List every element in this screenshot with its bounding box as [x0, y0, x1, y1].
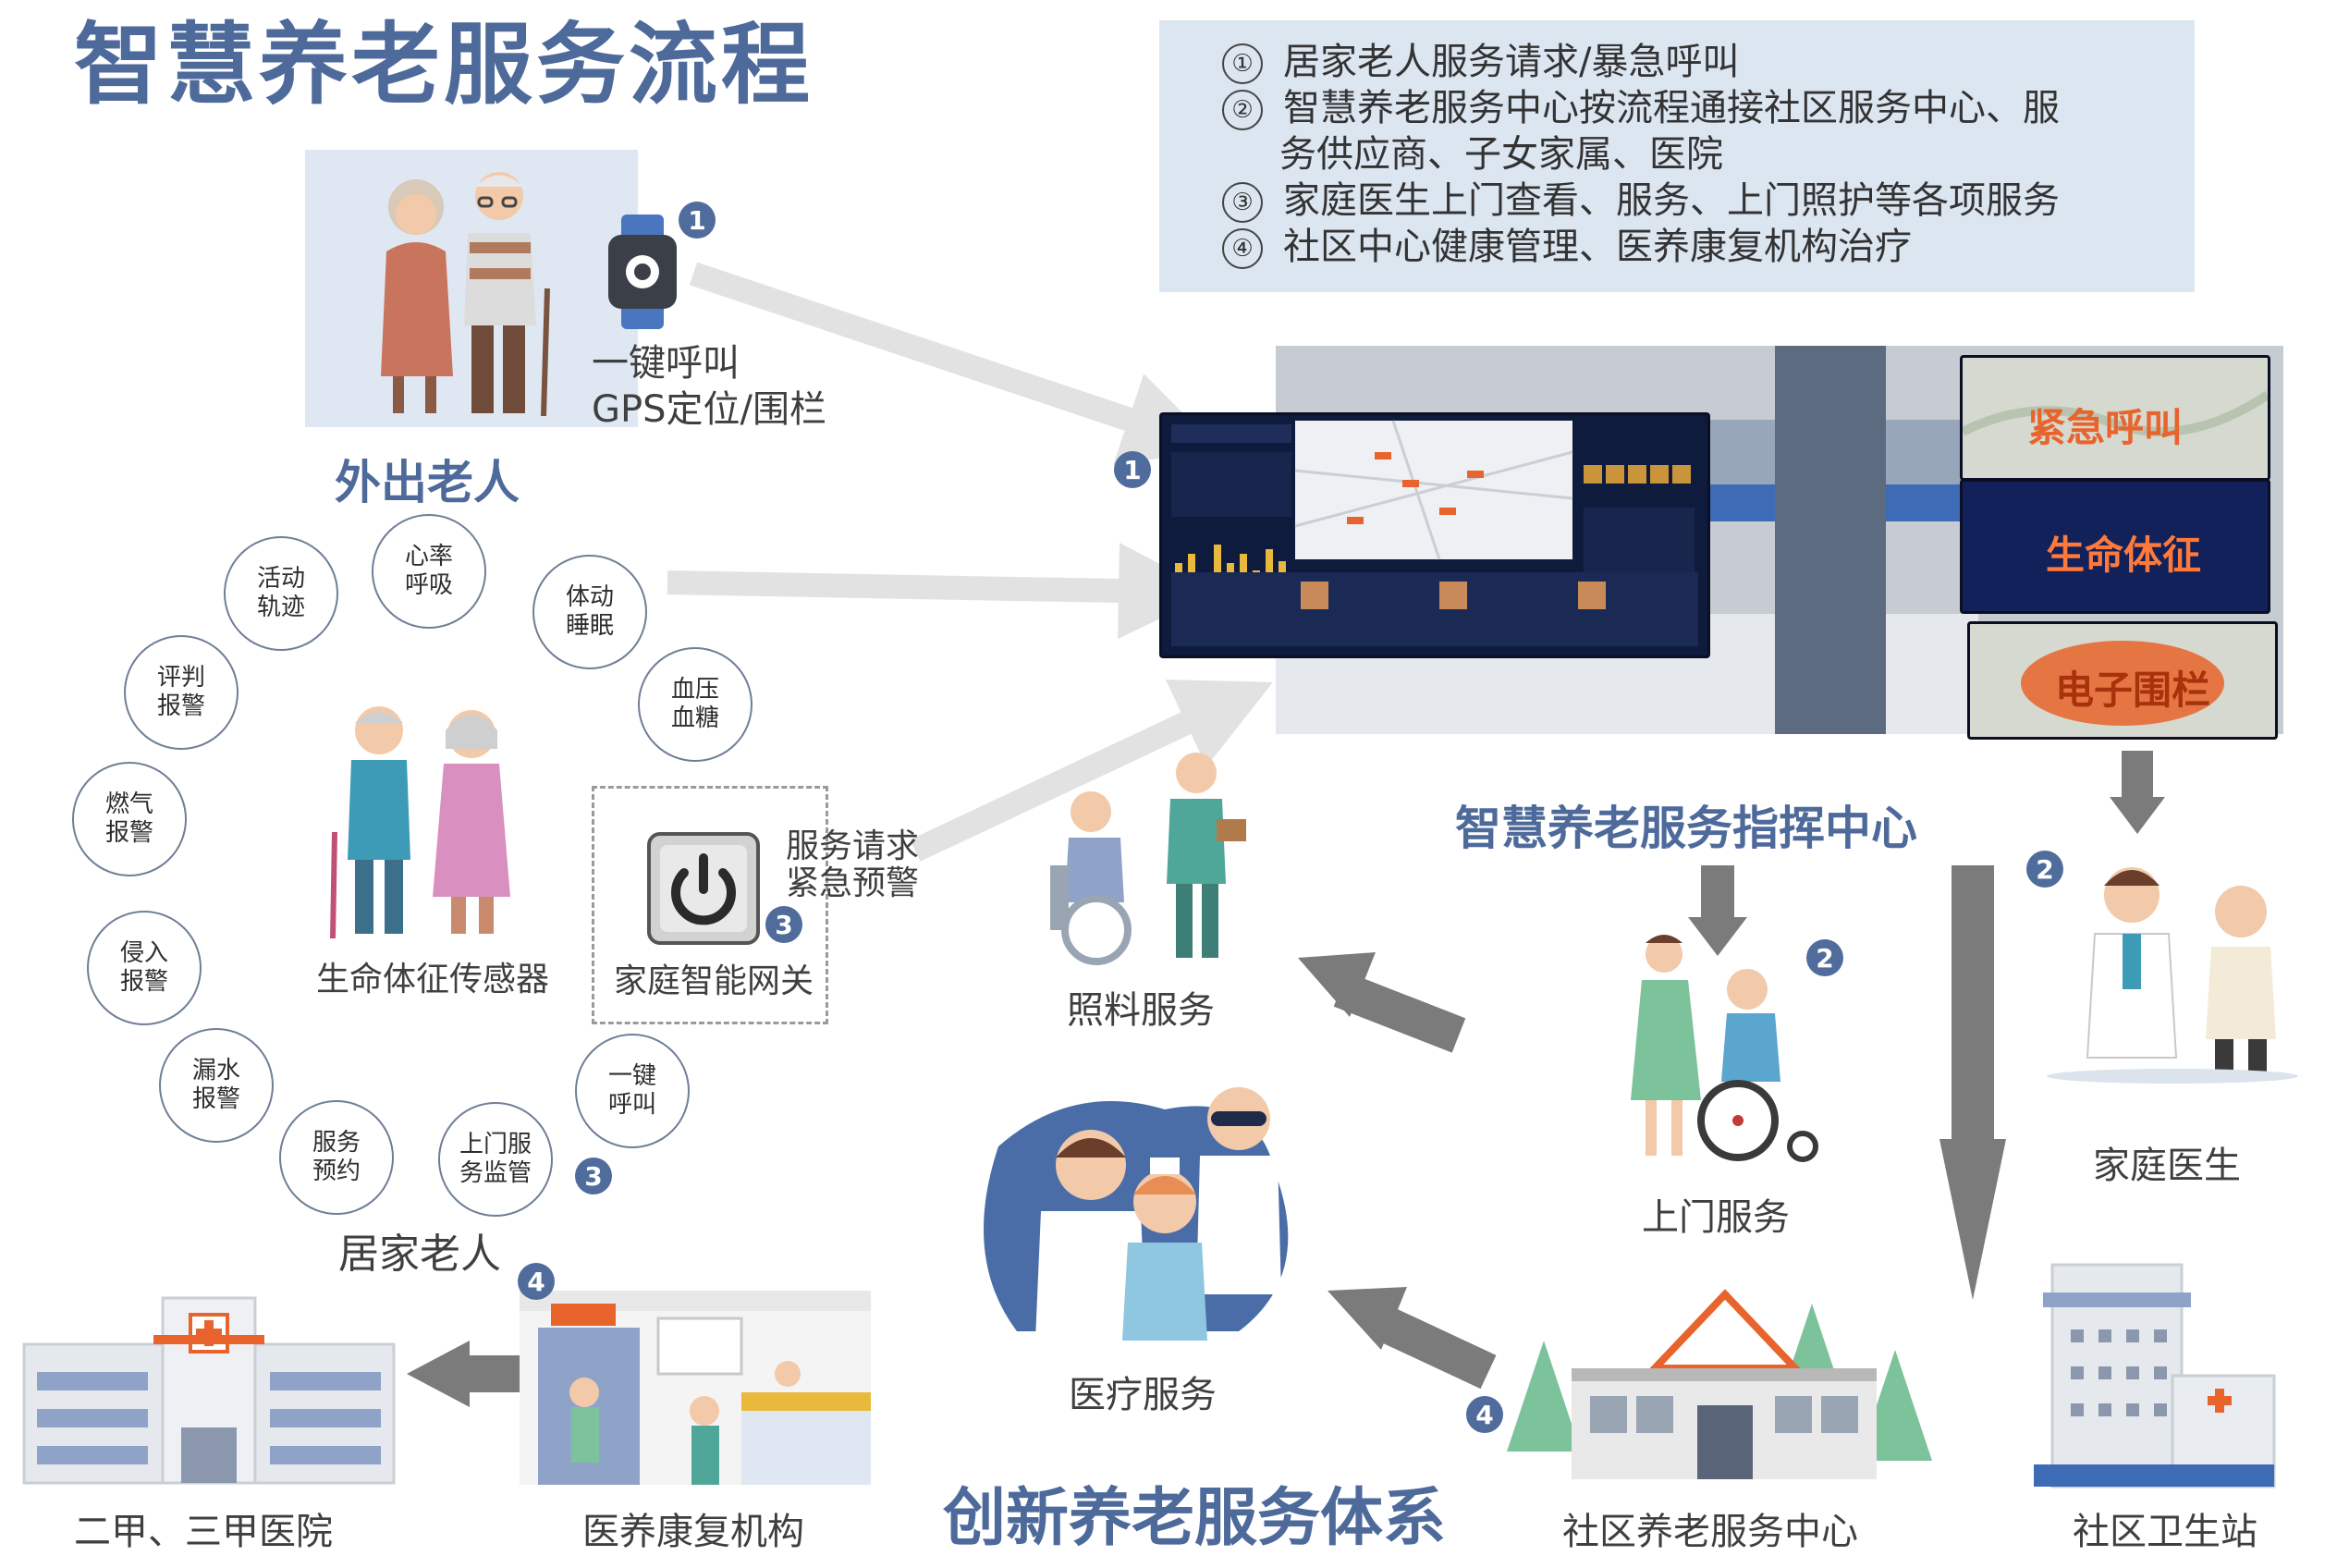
legend-item: ② 智慧养老服务中心按流程通接社区服务中心、服	[1222, 85, 2060, 131]
legend-item: 务供应商、子女家属、医院	[1279, 131, 1723, 178]
step-badge: 3	[575, 1158, 612, 1194]
step-badge: 3	[765, 906, 802, 943]
service-request-line2: 紧急预警	[786, 864, 920, 902]
page-title: 智慧养老服务流程	[74, 13, 814, 116]
step-marker: ③	[1222, 182, 1263, 223]
outing-elderly-illustration	[305, 150, 638, 427]
medical-team-icon	[984, 1087, 1289, 1341]
legend-box: ① 居家老人服务请求/暴急呼叫 ② 智慧养老服务中心按流程通接社区服务中心、服 务供…	[1159, 20, 2195, 292]
hospital-label: 二甲、三甲医院	[74, 1511, 333, 1553]
step-marker: ①	[1222, 43, 1263, 84]
smartwatch-icon	[608, 214, 677, 329]
gateway-box	[592, 786, 828, 1024]
home-elderly-couple-icon	[330, 706, 510, 939]
community-clinic-label: 社区卫生站	[2073, 1511, 2257, 1553]
arrow-gateway-to-center	[910, 680, 1274, 862]
care-service-icon	[1050, 753, 1246, 965]
sensor-circle: 上门服务监管	[438, 1102, 553, 1217]
outing-device-line1: 一键呼叫	[592, 342, 740, 385]
family-doctor-label: 家庭医生	[2093, 1145, 2241, 1187]
sensor-circle: 体动睡眠	[532, 555, 647, 669]
step-badge: 1	[1114, 451, 1151, 488]
arrow-center-to-visit	[1688, 865, 1747, 956]
sensor-circle: 服务预约	[279, 1100, 394, 1215]
rehab-institution-label: 医养康复机构	[582, 1511, 804, 1553]
hospital-building	[22, 1296, 396, 1485]
step-badge: 2	[1806, 939, 1843, 976]
legend-text: 智慧养老服务中心按流程通接社区服务中心、服	[1283, 87, 2060, 129]
arrow-screens-to-doctor	[2110, 751, 2165, 834]
command-center-label: 智慧养老服务指挥中心	[1455, 802, 1917, 855]
outing-elderly-label: 外出老人	[335, 456, 520, 509]
sensor-circle: 漏水报警	[159, 1028, 274, 1143]
emergency-call-panel: 紧急呼叫	[1960, 355, 2270, 481]
elderly-couple-icon	[381, 172, 550, 417]
step-marker: ④	[1222, 228, 1263, 269]
sensor-circle: 燃气报警	[72, 762, 187, 876]
sensor-circle: 活动轨迹	[224, 536, 338, 651]
step-badge: 2	[2026, 851, 2063, 888]
sensor-circle: 血压血糖	[638, 647, 752, 762]
arrow-visit-to-care	[1333, 972, 1466, 1053]
legend-item: ① 居家老人服务请求/暴急呼叫	[1222, 39, 1739, 85]
outing-device-line2: GPS定位/围栏	[592, 388, 826, 431]
arrow-home-to-center	[667, 543, 1215, 640]
legend-text: 社区中心健康管理、医养康复机构治疗	[1283, 226, 1912, 268]
sensor-circle: 侵入报警	[87, 911, 202, 1025]
legend-text: 居家老人服务请求/暴急呼叫	[1283, 41, 1740, 83]
step-badge: 1	[679, 202, 716, 239]
home-visit-label: 上门服务	[1642, 1196, 1790, 1239]
geofence-panel: 电子围栏	[1967, 621, 2278, 740]
geofence-text: 电子围栏	[2055, 668, 2211, 713]
vital-signs-text: 生命体征	[2046, 533, 2202, 578]
arrow-community-to-medical	[1369, 1303, 1497, 1390]
step-badge: 4	[518, 1263, 555, 1300]
sensor-circle: 评判报警	[124, 635, 239, 750]
home-visit-icon	[1631, 935, 1818, 1162]
legend-item: ③ 家庭医生上门查看、服务、上门照护等各项服务	[1222, 178, 2060, 224]
emergency-call-text: 紧急呼叫	[2027, 405, 2184, 450]
community-center-label: 社区养老服务中心	[1562, 1511, 1858, 1553]
community-center-building	[1507, 1289, 1932, 1479]
legend-item: ④ 社区中心健康管理、医养康复机构治疗	[1222, 224, 1912, 270]
step-marker: ②	[1222, 90, 1263, 130]
arrow-outing-to-center	[689, 262, 1220, 465]
sensor-circle: 一键呼叫	[575, 1034, 690, 1148]
service-system-label: 创新养老服务体系	[943, 1482, 1447, 1555]
sensor-label: 生命体征传感器	[316, 961, 550, 998]
dashboard-screen	[1159, 412, 1710, 658]
arrow-center-to-clinic	[1939, 865, 2006, 1300]
vital-signs-panel: 生命体征	[1960, 479, 2270, 614]
community-clinic-building	[2034, 1263, 2276, 1488]
legend-text: 务供应商、子女家属、医院	[1279, 133, 1723, 176]
sensor-circle: 心率呼吸	[372, 514, 486, 629]
step-badge: 4	[1466, 1396, 1503, 1433]
rehab-institution-illustration	[520, 1291, 871, 1485]
gateway-label: 家庭智能网关	[614, 962, 814, 1000]
family-doctor-icon	[2047, 867, 2298, 1084]
power-gateway-icon	[647, 832, 760, 945]
legend-text: 家庭医生上门查看、服务、上门照护等各项服务	[1283, 179, 2060, 222]
medical-service-label: 医疗服务	[1069, 1374, 1217, 1416]
care-service-label: 照料服务	[1067, 989, 1215, 1032]
arrow-rehab-to-hospital	[407, 1341, 523, 1407]
service-request-line1: 服务请求	[786, 827, 920, 865]
home-elderly-label: 居家老人	[338, 1231, 501, 1278]
